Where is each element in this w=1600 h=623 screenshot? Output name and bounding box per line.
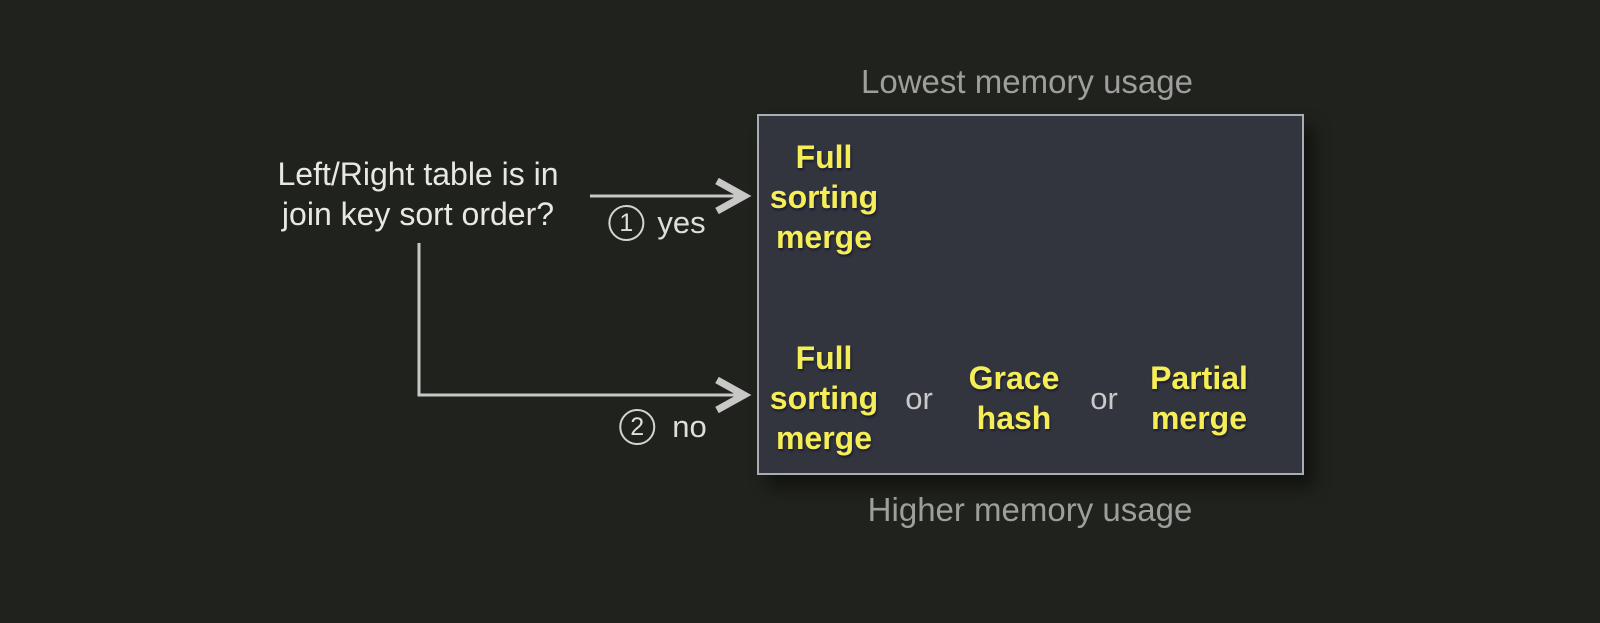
algo-line: hash — [976, 400, 1052, 436]
algo-line: Grace — [968, 360, 1060, 396]
algo-line: sorting — [769, 380, 879, 416]
circled-1-icon: 1 — [608, 205, 645, 241]
algo-line: Full — [795, 139, 853, 175]
algo-line: merge — [775, 420, 873, 456]
algo-line: sorting — [769, 179, 879, 215]
question-line-1: Left/Right table is in — [277, 156, 559, 192]
branch-no-text: no — [672, 409, 707, 444]
circled-2-icon: 2 — [619, 409, 656, 445]
branch-yes-text: yes — [657, 205, 706, 240]
algo-line: Partial — [1150, 360, 1248, 396]
algo-line: merge — [775, 219, 873, 255]
higher-memory-label: Higher memory usage — [867, 491, 1193, 528]
algo-partial-merge: Partial merge — [1150, 358, 1248, 438]
lowest-memory-label: Lowest memory usage — [861, 63, 1193, 100]
or-separator-2: or — [1090, 381, 1118, 416]
no-arrow — [417, 243, 741, 395]
algo-line: Full — [795, 340, 853, 376]
question-text: Left/Right table is in join key sort ord… — [277, 154, 558, 234]
or-separator-1: or — [905, 381, 933, 416]
algorithm-box — [757, 114, 1304, 475]
algo-full-sorting-merge-top: Full sorting merge — [770, 137, 878, 257]
algo-line: merge — [1150, 400, 1248, 436]
algo-grace-hash: Grace hash — [969, 358, 1060, 438]
branch-no-label: 2 no — [619, 409, 707, 445]
branch-yes-label: 1 yes — [608, 205, 706, 241]
question-line-2: join key sort order? — [281, 196, 555, 232]
algo-full-sorting-merge-bottom: Full sorting merge — [770, 338, 878, 458]
